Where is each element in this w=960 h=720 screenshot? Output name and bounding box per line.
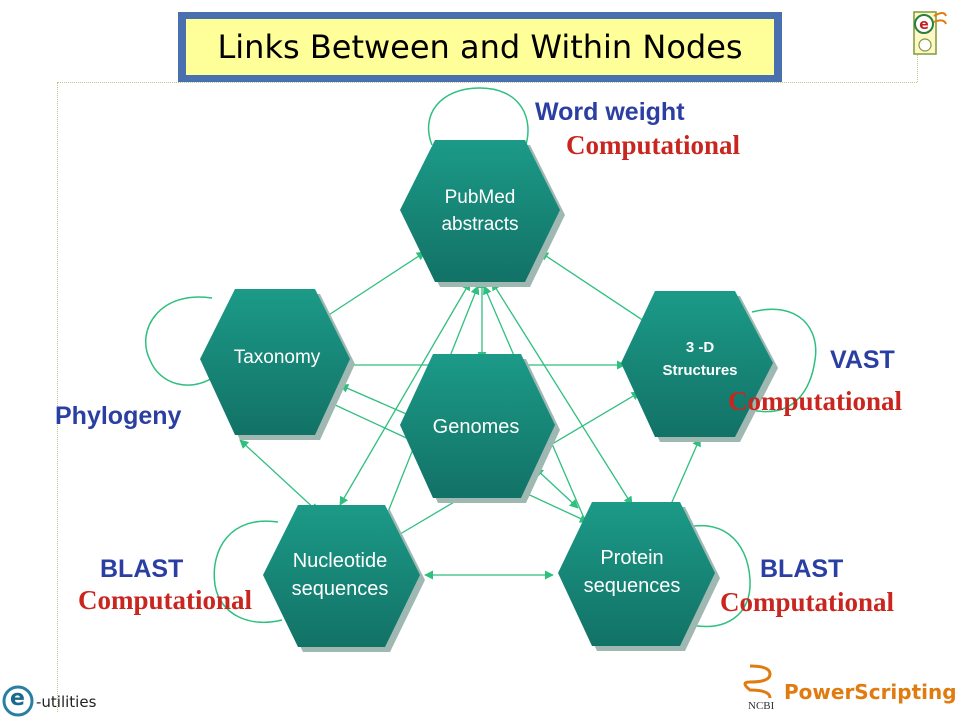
word-weight-label: Word weight [535, 98, 685, 126]
computational-label-pubmed: Computational [566, 130, 741, 160]
phylogeny-label: Phylogeny [55, 402, 182, 430]
blast-label-nucleotide: BLAST [100, 555, 184, 583]
arrow-genomes-protein [534, 467, 579, 509]
pubmed-label-2: abstracts [441, 214, 518, 235]
computational-label-nucleotide: Computational [78, 585, 253, 615]
protein-label-1: Protein [600, 547, 663, 569]
nucleotide-label-2: sequences [292, 578, 389, 600]
ncbi-helix-icon [743, 664, 772, 699]
pubmed-label-1: PubMed [445, 187, 516, 208]
eutilities-text: -utilities [36, 693, 97, 711]
frame-right-line [917, 40, 918, 82]
ncbi-text: NCBI [748, 700, 775, 712]
hex-pubmed: PubMed abstracts [400, 140, 565, 287]
computational-label-protein: Computational [720, 587, 895, 617]
taxonomy-label: Taxonomy [234, 347, 321, 368]
loop-nucleotide [213, 520, 283, 624]
eutilities-logo: e -utilities [2, 684, 112, 718]
hex-taxonomy: Taxonomy [200, 289, 355, 440]
frame-top-line [57, 82, 917, 83]
arrow-pubmed-taxonomy [317, 251, 426, 323]
vast-label: VAST [830, 346, 895, 374]
loop-protein [677, 524, 751, 628]
title-box: Links Between and Within Nodes [178, 12, 782, 82]
structures-label-1: 3 -D [686, 339, 715, 356]
e-logo-icon: e [910, 6, 948, 56]
structures-label-2: Structures [662, 362, 737, 379]
powerscripting-logo: PowerScripting NCBI [742, 660, 957, 716]
blast-label-protein: BLAST [760, 555, 844, 583]
hex-genomes: Genomes [400, 354, 560, 503]
hex-nucleotide: Nucleotide sequences [263, 505, 425, 652]
computational-label-structures: Computational [728, 386, 903, 416]
loop-structures [751, 308, 817, 413]
frame-left-line [57, 82, 58, 712]
loop-pubmed [427, 87, 529, 149]
e-letter: e [10, 686, 25, 711]
svg-text:e: e [919, 17, 929, 33]
nucleotide-label-1: Nucleotide [293, 550, 388, 572]
arrow-pubmed-structures [539, 251, 651, 326]
hex-protein: Protein sequences [558, 502, 720, 651]
protein-label-2: sequences [584, 575, 681, 597]
arrow-taxonomy-nucleotide [239, 439, 319, 513]
e-circle-icon [2, 685, 34, 717]
title-inner: Links Between and Within Nodes [186, 19, 774, 75]
page-title: Links Between and Within Nodes [217, 28, 743, 66]
powerscripting-text: PowerScripting [784, 680, 957, 704]
self-loops [145, 87, 817, 628]
genomes-label: Genomes [433, 416, 520, 438]
loop-taxonomy [145, 296, 213, 386]
hex-structures: 3 -D Structures [621, 291, 778, 442]
